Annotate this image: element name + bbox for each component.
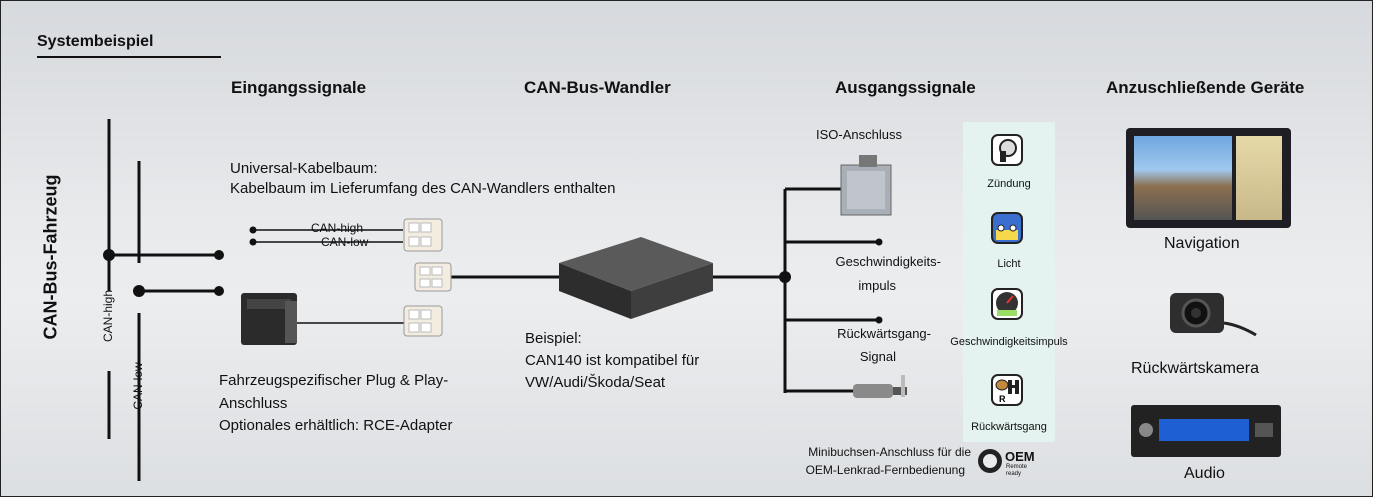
output-reverse-label-1: Rückwärtsgang-: [837, 326, 931, 341]
converter-input-connector-icon: [414, 262, 452, 292]
vehicle-plug-icon: [241, 293, 297, 345]
header-output-signals: Ausgangssignale: [835, 78, 976, 97]
plug-end-connector-icon: [403, 305, 443, 337]
device-label-navigation: Navigation: [1164, 235, 1240, 252]
car-radio-icon: [1131, 405, 1281, 457]
output-speed-label-1: Geschwindigkeits-: [835, 254, 942, 269]
output-reverse-label-2: Signal: [859, 349, 896, 364]
plug-line-1: Fahrzeugspezifischer Plug & Play-: [219, 372, 449, 389]
rear-camera-icon: [1164, 283, 1257, 343]
converter-example-line-2: VW/Audi/Škoda/Seat: [525, 374, 666, 391]
harness-connector-icon: [403, 218, 443, 252]
vehicle-can-low-label: CAN-low: [131, 362, 145, 410]
wire-can-high-label: CAN-high: [311, 221, 364, 235]
output-minijack-label-2: OEM-Lenkrad-Fernbedienung: [805, 463, 965, 477]
converter-example-title: Beispiel:: [525, 330, 582, 347]
can-converter-box-icon: [559, 237, 713, 319]
device-label-rear-camera: Rückwärtskamera: [1131, 360, 1260, 377]
output-iso-label: ISO-Anschluss: [816, 127, 902, 142]
signal-icon-panel: Zündung Licht Geschwindigkeitsimpuls R R…: [950, 122, 1068, 442]
car-light-icon: [991, 212, 1023, 244]
vehicle-can-high-label: CAN-high: [101, 289, 115, 343]
plug-line-2: Anschluss: [219, 395, 288, 412]
signal-label-light: Licht: [997, 258, 1021, 270]
speedometer-icon: [991, 288, 1023, 320]
navigation-screen-icon: [1126, 128, 1291, 228]
signal-label-reverse: Rückwärtsgang: [971, 421, 1047, 433]
vehicle-label: CAN-Bus-Fahrzeug: [40, 174, 61, 340]
converter-example-line-1: CAN140 ist kompatibel für: [525, 352, 700, 369]
oem-badge-text: OEM: [1005, 449, 1035, 464]
device-label-audio: Audio: [1184, 465, 1225, 482]
output-speed-label-2: impuls: [858, 278, 896, 293]
signal-label-speed: Geschwindigkeitsimpuls: [950, 336, 1068, 348]
output-minijack-label-1: Minibuchsen-Anschluss für die: [808, 445, 971, 459]
oem-badge-subtext: Remote ready: [1006, 464, 1028, 477]
wire-can-low-label: CAN-low: [321, 235, 369, 249]
minijack-plug-icon: [853, 375, 907, 398]
header-converter: CAN-Bus-Wandler: [524, 78, 671, 97]
ignition-key-icon: [991, 134, 1023, 166]
steering-wheel-icon: [978, 449, 1002, 473]
header-devices: Anzuschließende Geräte: [1106, 78, 1305, 97]
page-title: Systembeispiel: [37, 33, 154, 50]
signal-label-ignition: Zündung: [987, 178, 1031, 190]
harness-description: Kabelbaum im Lieferumfang des CAN-Wandle…: [230, 180, 616, 197]
svg-text:R: R: [999, 394, 1006, 404]
plug-line-3: Optionales erhältlich: RCE-Adapter: [219, 417, 453, 434]
iso-connector-icon: [840, 155, 892, 216]
header-input-signals: Eingangssignale: [231, 78, 367, 97]
reverse-gear-icon: R: [991, 374, 1023, 406]
harness-title: Universal-Kabelbaum:: [230, 160, 378, 177]
